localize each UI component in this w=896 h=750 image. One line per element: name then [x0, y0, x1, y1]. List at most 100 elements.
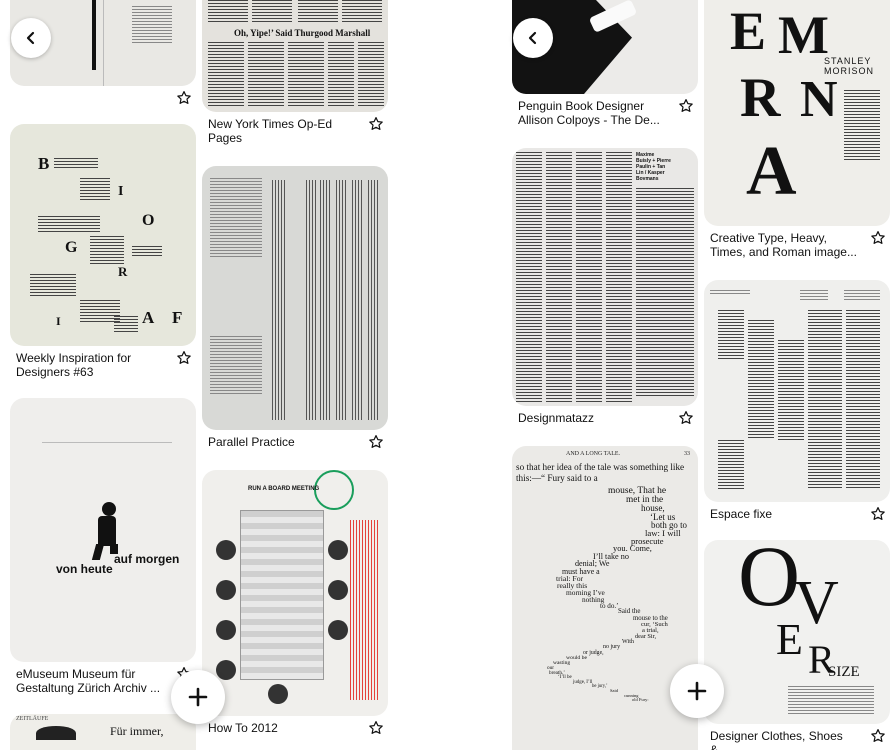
- tale-line: Said the: [618, 608, 641, 615]
- poster-letter: I: [56, 314, 61, 328]
- pin-image[interactable]: ZEITLÄUFE Für immer,: [10, 714, 196, 750]
- tale-line: be jury,’: [592, 684, 608, 689]
- pin-image[interactable]: B I O G R A F I: [10, 124, 196, 346]
- star-icon[interactable]: [368, 434, 384, 450]
- poster-text: RUN A BOARD MEETING: [248, 486, 320, 492]
- tale-line: trial: For: [556, 574, 584, 583]
- pin-caption: Designer Clothes, Shoes &...: [704, 724, 890, 750]
- star-icon[interactable]: [678, 410, 694, 426]
- tale-line: old Fury:: [632, 697, 649, 702]
- star-icon[interactable]: [368, 720, 384, 736]
- pin-card[interactable]: Oh, Yipe!’ Said Thurgood Marshall New Yo…: [202, 0, 388, 156]
- pin-image[interactable]: E M R N A STANLEY MORISON: [704, 0, 890, 226]
- back-button[interactable]: [11, 18, 51, 58]
- tale-line: a trial,: [642, 627, 659, 634]
- pin-caption: [10, 86, 196, 110]
- poster-text: SIZE: [828, 664, 860, 680]
- tale-line: Said: [610, 688, 619, 693]
- tale-line: nothing: [582, 595, 605, 604]
- pin-card[interactable]: B I O G R A F I Weekly Inspiration for D…: [10, 124, 196, 390]
- pin-caption: Weekly Inspiration for Designers #63: [10, 346, 196, 390]
- bio-heading: Maxime Buisly + Pierre Paulin + Tan Lin …: [636, 152, 671, 182]
- add-pin-button[interactable]: [171, 670, 225, 724]
- pin-card[interactable]: ZEITLÄUFE Für immer,: [10, 714, 196, 750]
- right-screen: Penguin Book Designer Allison Colpoys - …: [507, 0, 891, 750]
- pin-title: New York Times Op-Ed Pages: [208, 117, 333, 145]
- poster-letter: I: [118, 184, 124, 199]
- plus-icon: [188, 687, 208, 707]
- pin-image[interactable]: [704, 280, 890, 502]
- tale-line: or judge,: [583, 650, 604, 656]
- tale-line: mouse, That he: [608, 486, 667, 496]
- tale-line: no jury: [603, 644, 621, 650]
- plus-icon: [687, 681, 707, 701]
- tale-line: denial; We: [575, 559, 610, 568]
- tale-line: house,: [641, 503, 665, 513]
- poster-letter: B: [38, 154, 50, 173]
- tale-line: ‘Let us: [650, 512, 676, 522]
- poster-text: ZEITLÄUFE: [16, 716, 49, 722]
- pin-title: eMuseum Museum für Gestaltung Zürich Arc…: [16, 667, 161, 695]
- pin-title: Espace fixe: [710, 507, 773, 521]
- pin-card[interactable]: Espace fixe: [704, 280, 890, 542]
- tale-line: I’ll take no: [593, 552, 629, 561]
- pin-caption: Penguin Book Designer Allison Colpoys - …: [512, 94, 698, 148]
- tale-line: wasting: [553, 660, 571, 666]
- pin-image[interactable]: Oh, Yipe!’ Said Thurgood Marshall: [202, 0, 388, 112]
- pin-card[interactable]: RUN A BOARD MEETING How To 2012: [202, 470, 388, 746]
- pin-caption: New York Times Op-Ed Pages: [202, 112, 388, 156]
- star-icon[interactable]: [176, 90, 192, 106]
- chevron-left-icon: [26, 31, 35, 45]
- pin-caption: How To 2012: [202, 716, 388, 746]
- tale-line: cur, ‘Such: [641, 621, 668, 628]
- pin-title: Designmatazz: [518, 411, 595, 425]
- pin-image[interactable]: von heute auf morgen: [10, 398, 196, 662]
- headline-text: Oh, Yipe!’ Said Thurgood Marshall: [234, 28, 371, 38]
- tale-line: morning I’ve: [566, 588, 605, 597]
- pin-image[interactable]: AND A LONG TALE. 33 so that her idea of …: [512, 446, 698, 750]
- pin-image[interactable]: RUN A BOARD MEETING: [202, 470, 388, 716]
- tale-line: you. Come,: [613, 544, 652, 553]
- pin-image[interactable]: O V E R SIZE: [704, 540, 890, 724]
- star-icon[interactable]: [368, 116, 384, 132]
- poster-letter: F: [172, 308, 183, 327]
- chevron-left-icon: [528, 31, 537, 45]
- pin-image[interactable]: Maxime Buisly + Pierre Paulin + Tan Lin …: [512, 148, 698, 406]
- tale-line: prosecute: [631, 536, 664, 546]
- tale-line: cunning: [624, 693, 639, 698]
- pin-caption: Creative Type, Heavy, Times, and Roman i…: [704, 226, 890, 276]
- poster-letter: R: [808, 637, 835, 682]
- pin-card[interactable]: Maxime Buisly + Pierre Paulin + Tan Lin …: [512, 148, 698, 444]
- pin-card[interactable]: AND A LONG TALE. 33 so that her idea of …: [512, 446, 698, 750]
- poster-text: auf morgen: [114, 552, 180, 566]
- poster-letter: O: [738, 540, 801, 624]
- page-header: AND A LONG TALE.: [566, 451, 621, 457]
- poster-letter: A: [142, 308, 155, 327]
- star-icon[interactable]: [678, 98, 694, 114]
- pin-card[interactable]: O V E R SIZE Designer Clothes, Shoes &..…: [704, 540, 890, 750]
- star-icon[interactable]: [870, 506, 886, 522]
- tale-line: law: I will: [645, 528, 681, 538]
- poster-letter: R: [118, 264, 128, 279]
- star-icon[interactable]: [870, 230, 886, 246]
- poster-text: von heute: [56, 562, 113, 576]
- tale-line: ‘I’ll be: [558, 675, 572, 680]
- pin-image[interactable]: [202, 166, 388, 430]
- star-icon[interactable]: [870, 728, 886, 744]
- pin-card[interactable]: von heute auf morgen eMuseum Museum für …: [10, 398, 196, 706]
- tale-line: dear Sir,: [635, 633, 657, 640]
- left-screen: B I O G R A F I Weekly Inspiration for D…: [5, 0, 389, 750]
- tale-line: breath.’: [549, 670, 565, 676]
- star-icon[interactable]: [176, 350, 192, 366]
- pin-title: How To 2012: [208, 721, 278, 735]
- pin-card[interactable]: Parallel Practice: [202, 166, 388, 470]
- tale-line: would be: [566, 655, 588, 661]
- add-pin-button[interactable]: [670, 664, 724, 718]
- back-button[interactable]: [513, 18, 553, 58]
- pin-card[interactable]: E M R N A STANLEY MORISON Creative Type,…: [704, 0, 890, 276]
- pin-title: Parallel Practice: [208, 435, 295, 449]
- tale-line: mouse to the: [633, 615, 668, 622]
- tale-line: With: [622, 639, 634, 645]
- pin-title: Creative Type, Heavy, Times, and Roman i…: [710, 231, 857, 259]
